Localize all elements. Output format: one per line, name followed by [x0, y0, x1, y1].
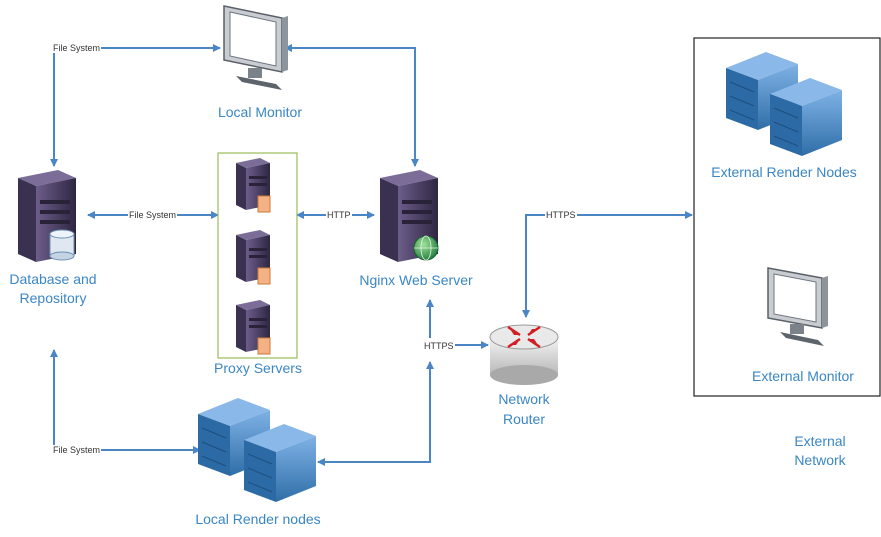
edge-label-fs-monitor: File System: [52, 43, 102, 53]
edge-label-https-router: HTTPS: [423, 341, 455, 351]
proxy-group-box: [217, 152, 298, 359]
edge-label-http: HTTP: [326, 210, 352, 220]
label-local-render: Local Render nodes: [195, 511, 321, 527]
edge-monitor-database: [50, 44, 221, 167]
label-external-network-line1: External: [794, 433, 846, 449]
label-database-line1: Database and: [9, 271, 97, 287]
connectors: [50, 44, 693, 466]
label-local-monitor: Local Monitor: [217, 104, 303, 120]
edge-monitor-nginx: [284, 44, 419, 167]
label-nginx: Nginx Web Server: [359, 272, 473, 288]
edge-label-fs-proxy: File System: [128, 210, 178, 220]
label-router-line2: Router: [502, 411, 546, 427]
edge-label-fs-render: File System: [52, 445, 102, 455]
label-database-line2: Repository: [19, 290, 87, 306]
edge-router-external: [522, 211, 693, 318]
label-external-network-line2: Network: [794, 452, 846, 468]
label-router-line1: Network: [498, 391, 550, 407]
label-external-render: External Render Nodes: [711, 164, 857, 180]
local-render-cluster-icon: [198, 398, 316, 502]
database-cylinder-icon: [49, 229, 75, 261]
external-render-cluster-icon: [726, 52, 842, 156]
proxy-server-icon-3: [236, 300, 271, 355]
edge-label-https-external: HTTPS: [545, 210, 577, 220]
router-icon: [489, 324, 559, 385]
edge-render-nginx: [317, 361, 434, 466]
label-external-monitor: External Monitor: [752, 368, 854, 384]
globe-icon: [413, 235, 439, 261]
label-proxy-servers: Proxy Servers: [214, 360, 302, 376]
proxy-server-icon-1: [236, 158, 271, 213]
proxy-server-icon-2: [236, 230, 271, 285]
external-network-box: [693, 37, 881, 397]
nginx-server-icon: [380, 170, 439, 262]
external-monitor-icon: [767, 267, 828, 346]
local-monitor-icon: [223, 5, 288, 90]
database-server-icon: [18, 170, 76, 262]
edge-render-database: [50, 349, 201, 454]
